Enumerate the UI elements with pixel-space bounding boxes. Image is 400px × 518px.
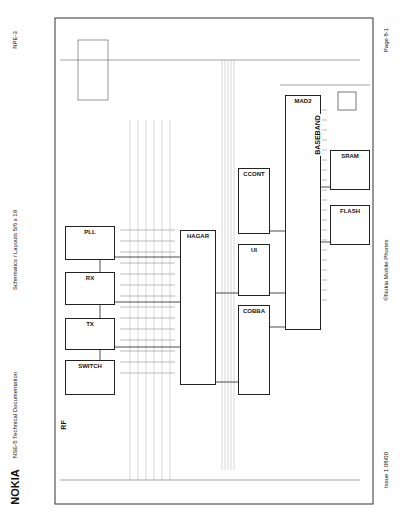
signal-wire [100,305,101,318]
block-name: MAD2 [292,96,313,106]
signal-wire [115,257,180,258]
chip-block: RX [65,272,115,305]
block-name: CCONT [241,169,266,179]
signal-wire [321,242,330,243]
page-margin-text: Page 8-1 [383,27,390,53]
signal-wire [216,293,238,294]
block-name: SRAM [339,151,361,161]
section-label: RF [60,419,68,430]
chip-block: CCONT [238,168,270,234]
page-margin-text: Schematics / Layouts 5/6 x 19 [12,209,19,291]
section-label: BASEBAND [314,114,322,156]
signal-wire [100,260,101,272]
page-margin-text: Issue 1 08/00 [383,451,390,489]
sheet-frame [55,18,373,504]
chip-block: FLASH [330,205,370,245]
block-name: SWITCH [76,361,104,371]
page-margin-text: NOKIA [9,468,21,505]
block-name: UI [249,245,259,255]
chip-block: COBBA [238,305,270,395]
signal-wire [115,302,180,303]
signal-wire [216,382,238,383]
signal-wire [321,187,330,188]
signal-wire [270,327,285,328]
block-name: COBBA [241,306,267,316]
chip-block: PLL [65,226,115,260]
wire-bundle [60,60,370,480]
crystal-symbol [338,92,356,110]
block-name: FLASH [338,206,362,216]
chip-block: HAGAR [180,230,216,385]
page-margin-text: NPE-3 [12,30,19,50]
block-name: TX [84,319,96,329]
page-margin-text: NSE-5 Technical Documentation [12,371,19,459]
chip-block: SWITCH [65,360,115,395]
chip-block: UI [238,244,270,296]
component-group [78,40,108,100]
signal-wire [270,293,285,294]
chip-block: TX [65,318,115,350]
block-name: RX [84,273,96,283]
block-name: HAGAR [185,231,211,241]
chip-block: SRAM [330,150,370,190]
signal-wire [100,350,101,360]
signal-wire [115,347,180,348]
page-margin-text: ©Nokia Mobile Phones [383,238,390,301]
signal-wire [270,231,285,232]
block-name: PLL [82,227,97,237]
